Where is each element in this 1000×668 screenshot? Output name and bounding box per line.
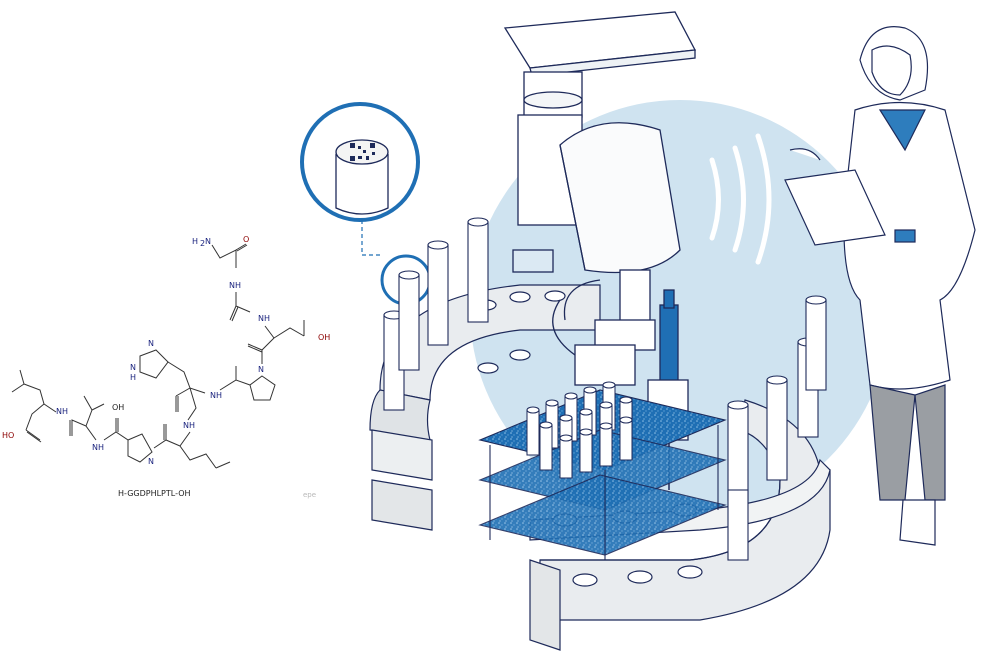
tubes-left	[383, 217, 489, 411]
tubes-right	[727, 295, 827, 561]
his-n-label: N	[148, 339, 154, 348]
oh-thr-label: OH	[112, 403, 124, 412]
magnifier-callout	[300, 102, 432, 306]
o-label: O	[243, 235, 249, 244]
nh4-label: NH	[183, 421, 195, 430]
watermark: epe	[303, 491, 316, 499]
scientist-figure	[784, 26, 976, 546]
nh2-label: NH	[258, 314, 270, 323]
n-pro1-label: N	[258, 365, 264, 374]
amine-h-label: H	[192, 237, 198, 246]
his-h-label: H	[130, 373, 136, 382]
rack-tubes	[526, 381, 633, 479]
peptide-structure: H 2 N O NH NH OH N NH N N H NH	[2, 235, 330, 469]
oh-terminal-label: HO	[2, 431, 14, 440]
nh3-label: NH	[210, 391, 222, 400]
his-nh-label: N	[130, 363, 136, 372]
nh6-label: NH	[56, 407, 68, 416]
amine-sub-label: 2	[200, 239, 205, 248]
peptide-name: H-GGDPHLPTL-OH	[118, 489, 191, 498]
qr-code-icon	[350, 143, 375, 161]
oh-acid-label: OH	[318, 333, 330, 342]
n-pro2-label: N	[148, 457, 154, 466]
amine-n-label: N	[205, 237, 211, 246]
wireless-signal-icon	[709, 133, 772, 265]
nh5-label: NH	[92, 443, 104, 452]
nh1-label: NH	[229, 281, 241, 290]
